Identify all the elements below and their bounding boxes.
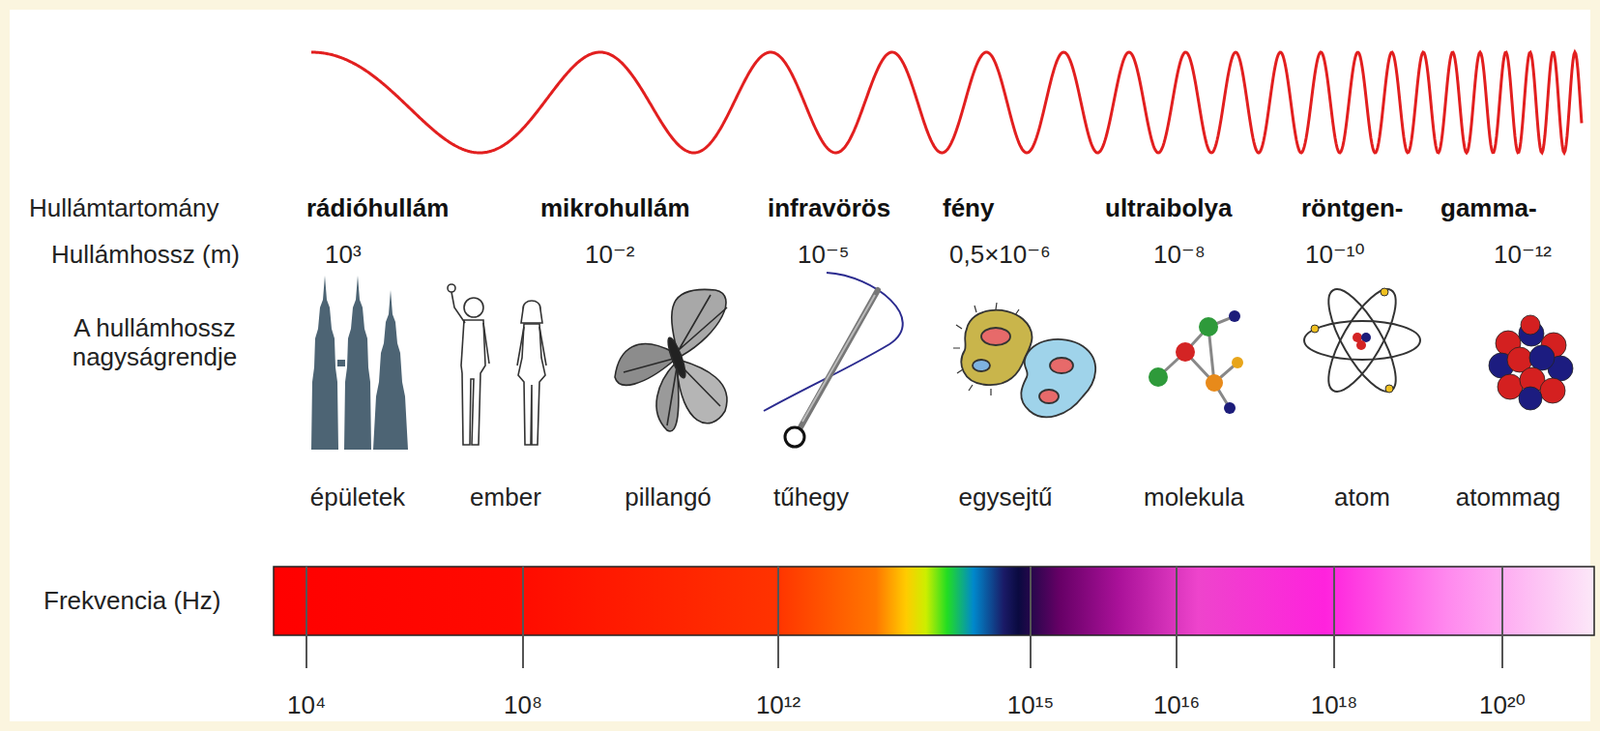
nucleus [981, 327, 1011, 346]
tick [1501, 566, 1504, 669]
atom-ball [1148, 367, 1168, 387]
scale-object: tűhegy [773, 483, 849, 513]
tower [373, 290, 408, 450]
wing-vein [623, 294, 728, 426]
cell [960, 310, 1032, 385]
needle-shine [802, 294, 875, 422]
needle [800, 290, 878, 428]
thread [763, 272, 903, 411]
atom-ball [1198, 317, 1219, 337]
tick [777, 566, 780, 669]
atom-ball [1231, 356, 1244, 369]
scale-object: ember [469, 483, 542, 513]
wavelength-value: 10⁻² [584, 240, 635, 270]
scale-object: egysejtű [959, 483, 1053, 513]
tower [344, 275, 372, 450]
electron [1380, 288, 1389, 296]
body [518, 323, 546, 445]
row-label: Frekvencia (Hz) [43, 586, 221, 616]
cell [1020, 339, 1096, 417]
band-name: infravörös [767, 194, 891, 224]
scale-object: molekula [1143, 483, 1245, 513]
wavelength-value: 10⁻¹⁰ [1305, 240, 1366, 270]
nucleon [1518, 386, 1542, 410]
nucleus [1039, 389, 1059, 404]
scale-object: atom [1334, 483, 1391, 513]
band-name: ultraibolya [1105, 194, 1232, 224]
arm [517, 326, 547, 366]
wavelength-value: 10⁻¹² [1493, 240, 1552, 270]
tick-marks [306, 566, 1503, 669]
band-name: fény [942, 194, 994, 224]
head [464, 297, 484, 318]
tick [305, 566, 308, 669]
nucleon [1356, 340, 1367, 350]
band-name: rádióhullám [306, 194, 449, 224]
band-name: mikrohullám [540, 194, 691, 224]
tick [522, 566, 524, 669]
body [461, 320, 486, 445]
atom-ball [1175, 342, 1195, 362]
band-name: röntgen- [1301, 194, 1403, 224]
wavelength-value: 10³ [324, 240, 362, 270]
wavelength-value: 0,5×10⁻⁶ [949, 240, 1051, 270]
towers-icon [311, 275, 408, 450]
arm [483, 322, 490, 364]
wave-line [311, 52, 1582, 153]
frequency-value: 10¹² [756, 691, 801, 721]
frequency-value: 10⁴ [287, 691, 326, 721]
wavelength-value: 10⁻⁸ [1153, 240, 1206, 270]
nucleon [1520, 315, 1541, 335]
bond [1158, 316, 1238, 408]
scale-object: atommag [1455, 483, 1561, 513]
nucleus [1049, 357, 1074, 374]
orbit [1304, 320, 1421, 360]
vacuole [972, 359, 990, 372]
spectrum-bar [273, 566, 1595, 636]
band-name: gamma- [1440, 194, 1538, 224]
cells-icon [953, 302, 1096, 417]
row-label: Hullámtartomány [29, 194, 220, 224]
orbit [1316, 280, 1409, 401]
needle-eye [785, 427, 805, 447]
frequency-value: 10¹⁸ [1310, 691, 1359, 721]
frequency-value: 10²⁰ [1479, 691, 1526, 721]
scale-object: épületek [310, 483, 406, 513]
wavelength-value: 10⁻⁵ [797, 240, 849, 270]
tick [1333, 566, 1336, 669]
tick [1029, 566, 1032, 669]
nucleus-icon [1488, 315, 1573, 410]
tick [1175, 566, 1178, 669]
atom-ball [1205, 374, 1223, 392]
nucleon [1540, 378, 1566, 404]
skybridge [337, 359, 346, 367]
atom-icon [1304, 280, 1421, 401]
tower [311, 275, 339, 450]
hand [447, 284, 456, 292]
molecule-icon [1148, 310, 1244, 414]
atom-ball [1228, 310, 1241, 322]
needle-icon [763, 272, 903, 447]
row-label: A hullámhossz nagyságrendje [48, 314, 262, 373]
electron [1385, 384, 1394, 393]
scale-object: pillangó [624, 483, 712, 513]
arm [451, 291, 466, 323]
butterfly-icon [614, 289, 728, 432]
frequency-value: 10¹⁵ [1007, 691, 1054, 721]
orbit [1316, 280, 1409, 401]
electron [1310, 324, 1319, 333]
row-label: Hullámhossz (m) [51, 240, 240, 270]
hair [521, 300, 543, 323]
butterfly-body [665, 336, 689, 380]
wing [671, 289, 727, 356]
frequency-value: 10⁸ [503, 691, 543, 721]
atom-ball [1223, 402, 1236, 414]
humans-icon [447, 284, 547, 445]
nucleon [1529, 345, 1555, 371]
frequency-value: 10¹⁶ [1153, 691, 1200, 721]
